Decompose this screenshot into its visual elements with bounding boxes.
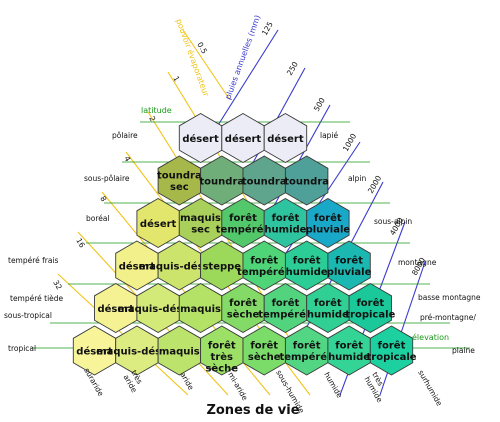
hex-label: maquis-désert [117,303,199,315]
altitude-zone-label: plaine [452,346,475,355]
latitude-zone-label: sous-tropical [4,311,52,320]
latitude-zone-label: tempéré frais [8,256,59,265]
hex-label: toundra [284,177,329,188]
hex-cell [327,240,371,291]
hex-label: désert [182,133,219,145]
hex-label: steppe [202,262,241,273]
diagram-title: Zones de vie [206,403,299,418]
hex-label: désert [225,133,262,145]
hex-label: désert [76,346,113,358]
hex-label: désert [140,218,177,230]
hex-cell [369,325,414,376]
altitude-zone-label: alpin [348,174,367,183]
evaporation-guide-line [182,29,231,101]
evaporation-tick-label: 16 [74,237,87,250]
hex-label: toundra [199,177,244,188]
hex-cell [284,155,329,206]
rainfall-tick-label: 125 [260,20,275,37]
rainfall-tick-label: 250 [285,60,300,77]
evaporation-tick-label: 2 [147,115,157,124]
hex-label: maquis [159,347,200,358]
evaporation-tick-label: 8 [98,195,108,204]
humidity-zone-label: trèsaride [121,369,146,395]
evaporation-axis-title: pouvoir évaporateur [174,17,212,98]
latitude-zone-label: tropical [8,344,36,353]
hex-cell [348,282,392,334]
humidity-zone-label: humide [322,371,344,400]
evaporation-tick-label: 32 [51,279,64,292]
rainfall-guide-line [214,29,279,131]
latitude-axis-title: latitude [141,106,172,115]
latitude-zone-label: tempéré tiède [10,294,64,303]
humidity-zone-label: trèshumide [362,371,392,405]
altitude-zone-label: sous-alpin [374,217,412,226]
rainfall-tick-label: 1000 [341,132,358,153]
hex-label: maquis-désert [96,346,178,358]
humidity-zone-label: surhumide [416,369,444,408]
evaporation-tick-label: 4 [122,155,132,164]
hex-label: maquis-désert [139,261,221,273]
altitude-zone-label: montagne [398,258,437,267]
humidity-zone-label: mi-aride [226,371,250,403]
hex-label: toundra [242,177,287,188]
hex-label: désert [119,261,156,273]
hex-label: maquis [180,304,221,315]
elevation-axis-title: élevation [412,332,449,342]
latitude-zone-label: pôlaire [112,131,138,140]
rainfall-tick-label: 500 [312,96,327,113]
latitude-zone-label: sous-pôlaire [84,174,130,183]
evaporation-tick-label: 1 [171,75,181,84]
hex-cell [263,112,308,164]
latitude-zone-label: boréal [86,214,110,223]
altitude-zone-label: basse montagne [418,293,481,302]
altitude-zone-label: pré-montagne/ [420,313,476,322]
hex-label: désert [267,133,304,145]
hex-label: désert [97,303,134,315]
rainfall-axis-title: pluies annuelles (mm) [223,14,262,101]
rainfall-tick-label: 2000 [366,174,383,195]
hex-cell [306,197,350,249]
altitude-zone-label: lapié [320,131,339,140]
evaporation-tick-label: 0.5 [195,41,209,56]
